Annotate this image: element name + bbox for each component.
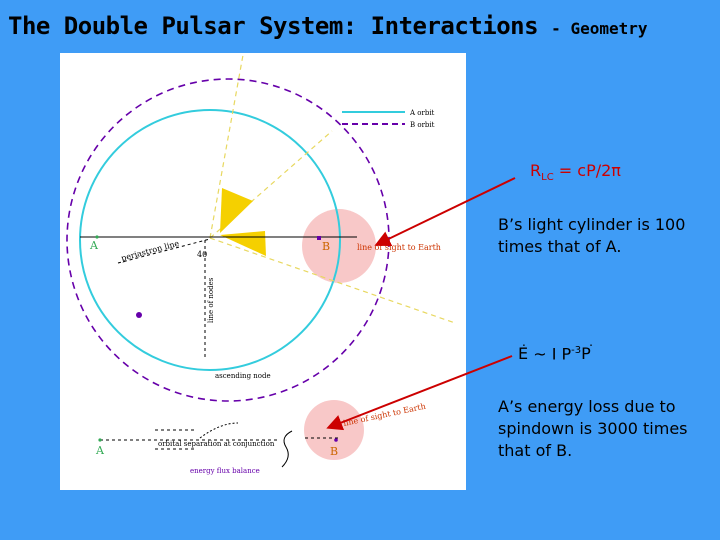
light-cylinder-formula: RLC = cP/2π [530, 160, 621, 189]
flux-arc [199, 422, 239, 439]
pulsar-a-label-top: A [89, 239, 99, 252]
legend-a-orbit-label: A orbit [409, 109, 435, 117]
periastron-label: periastron line [120, 239, 180, 263]
formula-e-symbol: E [518, 344, 529, 364]
beam-dashed-line-lower [209, 237, 456, 324]
flux-squiggle [281, 430, 293, 468]
orbit-diagram: A orbit B orbit B A 40 line of sight to … [60, 53, 466, 490]
flux-balance-label: energy flux balance [190, 467, 260, 475]
pulsar-b-marker-top [317, 236, 321, 240]
legend-b-orbit-label: B orbit [410, 121, 435, 129]
beam-cone-right [220, 231, 266, 256]
line-of-nodes-label: line of nodes [207, 277, 215, 323]
formula-e: .E [518, 335, 529, 364]
pulsar-b-marker-bottom [334, 438, 338, 442]
rlc-r: R [530, 161, 542, 180]
ascending-node-label: ascending node [215, 372, 271, 380]
pulsar-a-marker-top [95, 235, 99, 239]
page-title: The Double Pulsar System: Interactions -… [8, 12, 648, 40]
separation-label: orbital separation at conjunction [158, 440, 275, 448]
formula-p-symbol: P [581, 344, 591, 364]
rlc-subscript: LC [541, 172, 554, 184]
formula-pdot: . P [581, 335, 593, 364]
light-cylinder-note: B’s light cylinder is 100 times that of … [498, 215, 686, 256]
rlc-rest: = cP/2π [553, 161, 621, 180]
line-of-sight-label-top: line of sight to Earth [357, 243, 441, 252]
pulsar-a-label-bottom: A [95, 444, 105, 457]
periastron-line [117, 238, 211, 264]
pulsar-a-marker-bottom [98, 438, 102, 442]
angle-label: 40 [197, 250, 207, 259]
title-subtitle: - Geometry [551, 19, 648, 38]
title-main: The Double Pulsar System: Interactions [8, 12, 539, 40]
formula-mid: ~ I P [528, 344, 572, 364]
energy-loss-note: A’s energy loss due to spindown is 3000 … [498, 397, 688, 460]
pulsar-b-label-bottom: B [330, 445, 338, 458]
pulsar-b-label-top: B [322, 240, 330, 253]
periastron-dashed-line [209, 54, 244, 239]
spindown-formula: .E ~ I P-3. P [518, 335, 593, 365]
beam-cone-upper [220, 188, 253, 233]
a-orbit-ellipse [79, 109, 341, 371]
orbit-position-marker [136, 312, 142, 318]
formula-exponent: -3 [571, 345, 582, 356]
